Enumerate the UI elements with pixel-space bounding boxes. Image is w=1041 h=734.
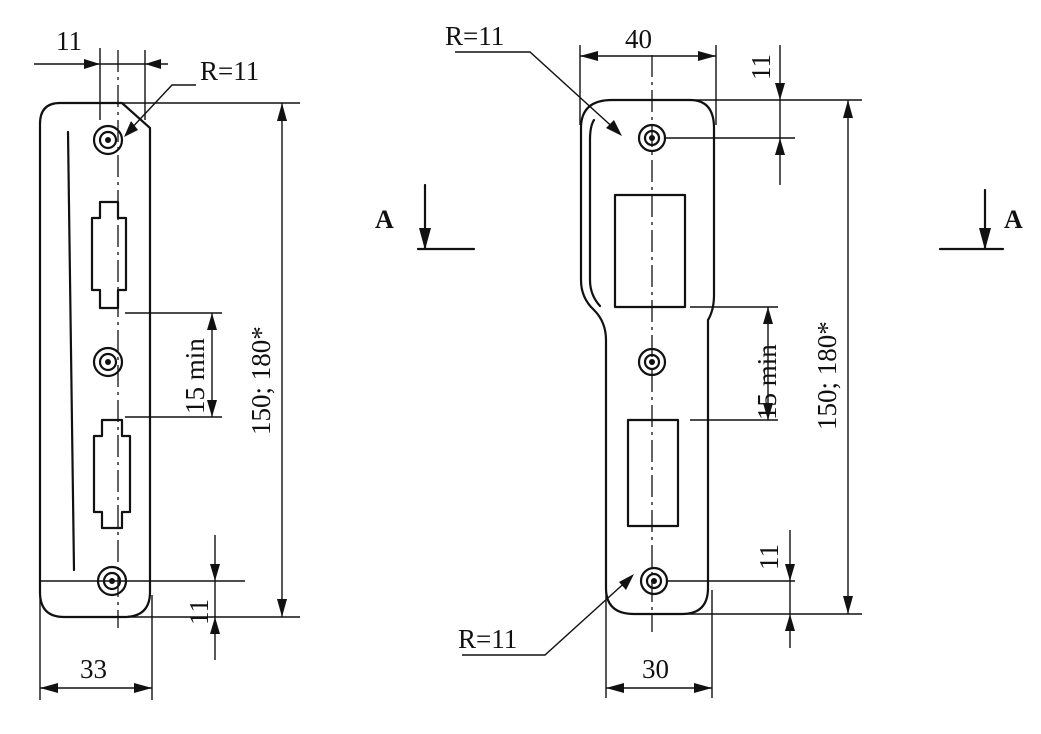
section-marker-left-label: A	[375, 205, 394, 234]
left-radius-label: R=11	[200, 56, 259, 86]
right-dim-spacing-arrow-bottom	[763, 403, 773, 420]
right-dim-bottom-offset-arrow-a	[785, 564, 795, 581]
right-dim-width-bottom-arrow-a	[606, 683, 624, 693]
left-dim-offset-arrow-b	[145, 59, 161, 69]
right-screw-hole-top	[637, 123, 667, 153]
right-radius-bottom-label: R=11	[458, 624, 517, 654]
left-plate-rib	[66, 130, 76, 572]
right-dim-bottom-offset-label: 11	[754, 544, 784, 570]
left-dim-offset-label: 11	[56, 26, 82, 56]
right-plate-inner-edge	[588, 118, 602, 308]
left-dim-width-arrow-b	[134, 683, 152, 693]
left-dim-spacing-arrow-top	[207, 313, 217, 330]
left-screw-hole-bottom	[96, 565, 128, 597]
right-radius-top-arrow	[606, 120, 622, 136]
left-dim-offset-arrow-a	[84, 59, 100, 69]
left-dim-bottom-label: 11	[184, 599, 214, 625]
left-plate-outline	[38, 101, 152, 619]
section-marker-right: A	[938, 188, 1023, 251]
left-dim-spacing-label: 15 min	[180, 338, 210, 414]
right-screw-hole-bottom	[639, 566, 669, 596]
left-view: 11 R=11 150; 180* 15 min 11 33	[34, 26, 300, 700]
right-view: R=11 40 11 15 min 150; 180* 11 R=11	[445, 21, 862, 698]
right-dim-spacing-label: 15 min	[752, 344, 782, 420]
left-radius-leader	[127, 84, 196, 133]
left-dim-length-arrow-top	[277, 103, 287, 121]
right-radius-bottom-arrow	[619, 574, 634, 590]
left-dim-spacing-arrow-bottom	[207, 400, 217, 417]
right-dim-top-offset-arrow-a	[775, 83, 785, 100]
right-dim-spacing-arrow-top	[763, 307, 773, 324]
section-marker-right-label: A	[1004, 205, 1023, 234]
right-cutout-lower	[626, 418, 680, 528]
right-dim-width-top-arrow-b	[698, 51, 716, 61]
left-slot-upper	[90, 200, 128, 310]
left-screw-hole-top	[92, 124, 124, 156]
right-dim-length-arrow-top	[843, 100, 853, 118]
left-slot-lower	[92, 418, 132, 530]
left-dim-bottom-arrow-bottom	[210, 617, 220, 634]
right-radius-bottom-leader	[462, 577, 631, 656]
right-dim-width-bottom-label: 30	[642, 654, 669, 684]
right-cutout-upper	[613, 193, 687, 309]
right-dim-top-offset-arrow-b	[775, 138, 785, 155]
left-dim-length-arrow-bottom	[277, 599, 287, 617]
right-dim-width-bottom-arrow-b	[694, 683, 712, 693]
left-radius-arrow	[124, 121, 138, 137]
right-radius-top-label: R=11	[445, 21, 504, 51]
right-dim-bottom-offset-arrow-b	[785, 614, 795, 631]
left-dim-length-label: 150; 180*	[246, 326, 276, 435]
right-dim-length-label: 150; 180*	[812, 321, 842, 430]
section-marker-left: A	[375, 183, 476, 251]
right-plate-outline	[579, 98, 716, 616]
left-dim-bottom-arrow-top	[210, 564, 220, 581]
right-dim-width-top-label: 40	[625, 24, 652, 54]
left-dim-width-arrow-a	[40, 683, 58, 693]
right-screw-hole-middle	[637, 347, 667, 377]
right-dim-top-offset-label: 11	[746, 54, 776, 80]
right-radius-top-leader	[455, 51, 619, 133]
right-dim-length-arrow-bottom	[843, 596, 853, 614]
left-dim-width-label: 33	[80, 654, 107, 684]
right-dim-width-top-arrow-a	[580, 51, 598, 61]
left-screw-hole-middle	[92, 346, 124, 378]
